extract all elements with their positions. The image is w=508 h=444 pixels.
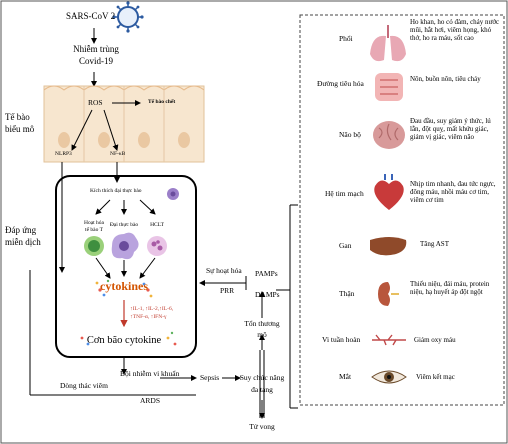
organ-desc-microcirculation: Giảm oxy máu	[414, 336, 456, 344]
macrophage-label: Đại thực bào	[109, 222, 139, 228]
virus-icon	[112, 1, 144, 33]
t-cell-icon	[84, 236, 104, 256]
immune-label-line2: miễn dịch	[5, 237, 41, 247]
dead-cell-label: Tế bào chết	[148, 99, 176, 105]
inflammation-label: Dòng thác viêm	[60, 381, 108, 390]
organ-name-kidney: Thận	[339, 289, 355, 298]
cytokine-storm-icon	[80, 331, 177, 346]
organ-name-microcirculation: Vi tuần hoàn	[322, 335, 361, 344]
cytotoxic-t-cell-icon	[147, 236, 167, 256]
ros-label: ROS	[88, 98, 103, 107]
epithelium-label-line1: Tế bào	[5, 112, 30, 122]
organ-name-eye: Mắt	[339, 372, 352, 381]
organ-desc-brain: Đau đầu, suy giảm ý thức, lú lẫn, đột qu…	[410, 117, 491, 142]
organ-desc-eye: Viêm kết mạc	[416, 373, 455, 381]
organ-desc-liver: Tăng AST	[420, 240, 449, 248]
macrophage-icon	[111, 232, 139, 260]
bacterial-label: Bội nhiễm vi khuẩn	[120, 369, 180, 378]
prr-label-line2: PRR	[220, 286, 235, 295]
sepsis-label: Sepsis	[200, 373, 220, 382]
epithelial-cells	[43, 85, 205, 163]
cytokine-storm-label: Cơn bão cytokine	[86, 335, 162, 346]
eye-icon	[371, 370, 407, 384]
organ-desc-gi: Nôn, buồn nôn, tiêu chảy	[410, 75, 481, 83]
liver-icon	[370, 237, 407, 256]
mof-label-line1: Suy chức năng	[239, 373, 285, 382]
organ-name-brain: Não bộ	[339, 130, 361, 139]
t-cell-label-line2: tế bào T	[85, 227, 103, 233]
microcirculation-icon	[372, 334, 406, 346]
organ-name-heart: Hệ tim mạch	[325, 189, 364, 198]
brain-icon	[373, 121, 405, 149]
ards-label: ARDS	[140, 396, 161, 405]
organ-desc-heart: Nhịp tim nhanh, đau tức ngực, đông máu, …	[410, 180, 496, 205]
cytokine-list-line2: ↑TNF-α, ↑IFN-γ	[130, 314, 167, 320]
pamps-label: PAMPs	[255, 269, 278, 278]
death-label: Tử vong	[249, 422, 275, 431]
organ-name-liver: Gan	[339, 241, 352, 250]
hclt-label: HCLT	[150, 222, 164, 228]
epithelium-label-line2: biểu mô	[5, 124, 35, 134]
mof-label-line2: đa tạng	[251, 385, 273, 394]
kidney-icon	[378, 282, 399, 306]
lungs-icon	[370, 25, 406, 62]
infection-line2: Covid-19	[78, 56, 114, 66]
immune-response-box	[55, 175, 197, 358]
intestine-icon	[375, 73, 403, 101]
macrophage-activation-label: Kích thích đại thực bào	[90, 188, 142, 194]
nlrp3-label: NLRP3	[55, 151, 72, 157]
nfkb-label: NF-κB	[110, 151, 126, 157]
prr-label-line1: Sự hoạt hóa	[206, 266, 242, 275]
cytokines-icon	[95, 279, 153, 298]
damps-label: DAMPs	[255, 290, 280, 299]
tissue-damage-line1: Tổn thương	[244, 319, 280, 328]
organ-name-lungs: Phổi	[339, 34, 353, 43]
t-cell-label-line1: Hoạt hóa	[83, 220, 105, 226]
heart-icon	[374, 174, 404, 210]
organ-desc-kidney: Thiểu niệu, đái máu, protein niệu, hạ hu…	[410, 280, 490, 297]
immune-label-line1: Đáp ứng	[5, 225, 37, 235]
infection-line1: Nhiễm trùng	[73, 44, 119, 54]
organ-desc-lungs: Ho khan, ho có đàm, chảy nước mũi, hắt h…	[410, 18, 500, 43]
organ-name-gi: Đường tiêu hóa	[317, 79, 364, 88]
macrophage-stimulus-icon	[167, 188, 179, 200]
organ-panel	[299, 14, 505, 406]
tissue-damage-line2: mô	[257, 330, 267, 339]
virus-label: SARS-CoV 2	[66, 11, 116, 21]
cytokine-list-line1: ↑IL-1, ↑IL-2,↑IL-6,	[130, 306, 174, 312]
cytokines-label: cytokines	[100, 279, 148, 293]
